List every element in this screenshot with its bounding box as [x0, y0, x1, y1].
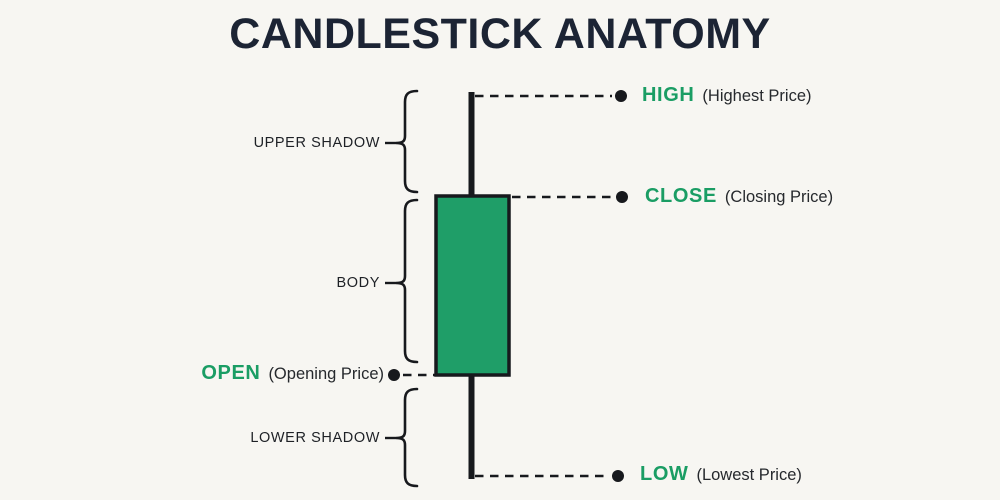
close-description: (Closing Price): [724, 188, 834, 206]
low-connector-dot: [612, 470, 624, 482]
open-description: (Opening Price): [268, 365, 384, 383]
low-annotation: LOW (Lowest Price): [640, 463, 802, 486]
close-annotation: CLOSE (Closing Price): [645, 185, 833, 208]
upper-shadow-label: UPPER SHADOW: [253, 135, 380, 151]
close-term: CLOSE: [645, 185, 717, 207]
high-description: (Highest Price): [702, 87, 812, 105]
lower-shadow-brace: [395, 387, 419, 488]
body-label: BODY: [336, 275, 380, 291]
candle-body: [434, 194, 511, 377]
low-term: LOW: [640, 463, 689, 485]
open-connector-dot: [388, 369, 400, 381]
lower-shadow-label: LOWER SHADOW: [250, 430, 380, 446]
high-connector-dot: [615, 90, 627, 102]
close-connector-dot: [616, 191, 628, 203]
upper-shadow-brace: [395, 89, 419, 194]
high-term: HIGH: [642, 84, 695, 106]
low-description: (Lowest Price): [696, 466, 802, 484]
open-term: OPEN: [201, 362, 261, 384]
open-annotation: OPEN (Opening Price): [201, 362, 384, 385]
body-brace: [395, 198, 419, 364]
page-title: CANDLESTICK ANATOMY: [229, 10, 771, 58]
high-annotation: HIGH (Highest Price): [642, 84, 812, 107]
